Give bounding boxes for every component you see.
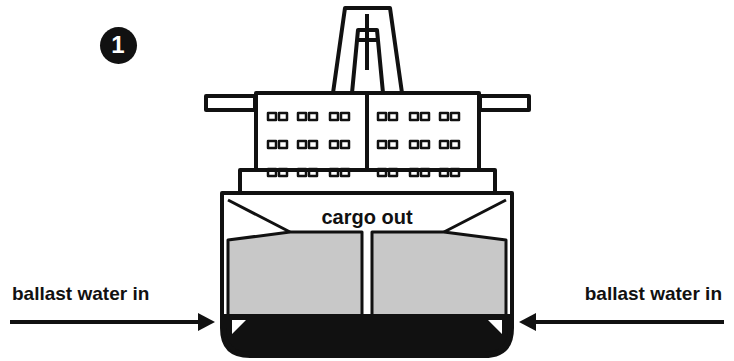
window — [440, 169, 448, 176]
window — [421, 141, 429, 148]
window — [279, 113, 287, 120]
flow-label: ballast water in — [12, 283, 149, 305]
window — [298, 141, 306, 148]
mast — [333, 8, 402, 93]
deck-house — [240, 170, 495, 193]
window — [309, 141, 317, 148]
window — [410, 169, 418, 176]
bridge-wing — [480, 96, 529, 110]
window — [410, 113, 418, 120]
window — [298, 169, 306, 176]
cargo-hold-line — [228, 200, 506, 232]
window — [279, 169, 287, 176]
flow-label: ballast water in — [585, 283, 722, 305]
hull-band: cargo out — [316, 204, 417, 231]
hull-label: cargo out — [321, 206, 412, 229]
window — [451, 113, 459, 120]
window — [341, 113, 349, 120]
window — [378, 169, 386, 176]
window — [389, 141, 397, 148]
inflow-arrow — [10, 320, 200, 324]
bridge-wing — [206, 96, 255, 110]
double-bottom — [224, 316, 510, 354]
window — [451, 141, 459, 148]
arrow-head — [198, 313, 215, 331]
window — [378, 113, 386, 120]
window — [421, 169, 429, 176]
window — [378, 141, 386, 148]
window — [440, 113, 448, 120]
window — [389, 169, 397, 176]
window — [440, 141, 448, 148]
bilge-gap — [232, 320, 502, 334]
window — [330, 113, 338, 120]
arrow-head — [519, 313, 536, 331]
ballast-tank — [372, 232, 506, 316]
hull — [222, 193, 512, 356]
window — [309, 113, 317, 120]
window — [421, 113, 429, 120]
window — [268, 141, 276, 148]
window — [451, 169, 459, 176]
window — [341, 141, 349, 148]
callout-number: 1 — [111, 31, 124, 59]
window — [268, 113, 276, 120]
window — [309, 169, 317, 176]
window — [410, 141, 418, 148]
window — [330, 169, 338, 176]
window — [389, 113, 397, 120]
window — [298, 113, 306, 120]
window — [341, 169, 349, 176]
window — [279, 141, 287, 148]
window — [330, 141, 338, 148]
inflow-arrow — [534, 320, 724, 324]
mast-cross — [357, 14, 377, 70]
callout-circle: 1 — [100, 27, 137, 64]
ballast-tank — [228, 232, 362, 316]
window — [268, 169, 276, 176]
